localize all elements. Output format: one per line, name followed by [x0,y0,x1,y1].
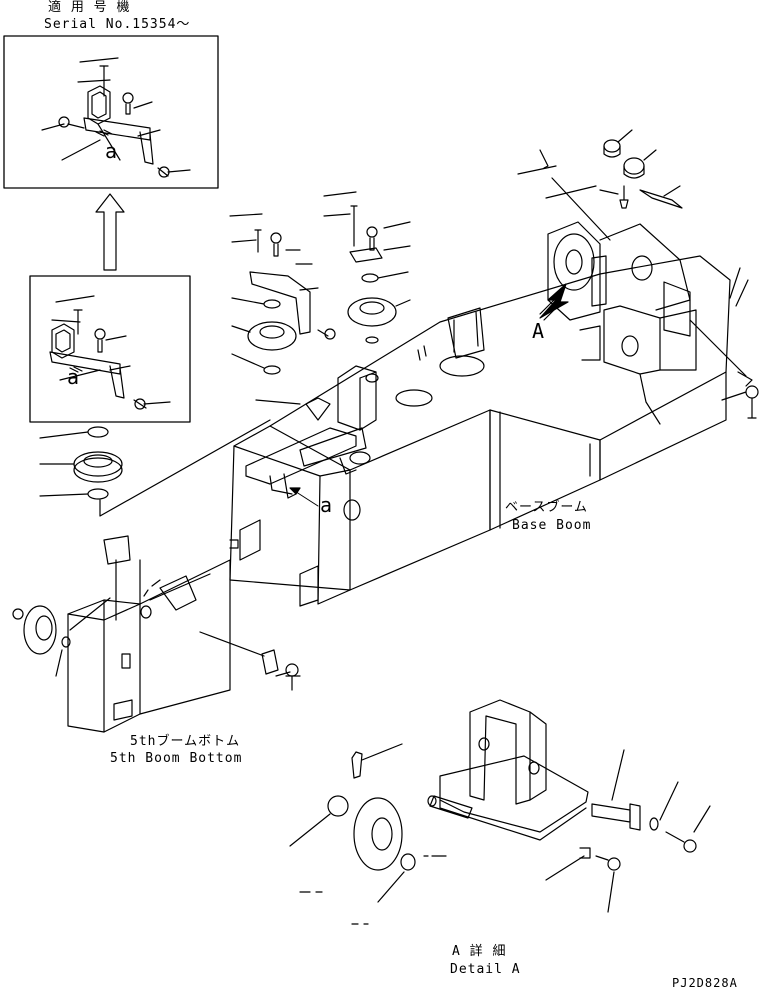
detail-label-jp: A 詳 細 [452,944,507,959]
front-bracket [245,307,601,499]
base-boom-body [229,255,731,607]
detail-label-en: Detail A [450,962,521,977]
view-direction-arrow-icon [539,283,569,321]
serial-title-en: Serial No.15354～ [44,17,191,32]
callout-arrow-icon [289,487,319,507]
serial-title-jp: 適 用 号 機 [48,0,131,15]
rear-sheave-bracket [547,221,697,425]
fifth-boom-label-jp: 5thブームボトム [130,734,241,749]
up-arrow-icon [95,193,125,271]
base-boom-label-jp: ベースブーム [505,500,588,515]
drawing-code: PJ2D828A [672,976,738,990]
base-boom-label-en: Base Boom [512,518,592,533]
detail-a-assembly [289,699,711,925]
serial-inset-box [3,35,219,189]
top-right-parts [517,129,759,419]
standard-inset-box [29,275,191,423]
detail-marker-letter: A [532,319,545,343]
fifth-boom-label-en: 5th Boom Bottom [110,751,243,766]
left-pulley-group [39,419,271,517]
callout-letter-boom: a [320,493,333,517]
pin-bolt-group [199,631,301,691]
callout-letter-inset-2: a [67,365,80,389]
top-center-parts [229,191,411,340]
middle-pulley-group [231,271,411,375]
fifth-boom-bottom [67,535,231,733]
callout-letter-inset-1: a [105,139,118,163]
fifth-boom-pulley [12,597,111,677]
